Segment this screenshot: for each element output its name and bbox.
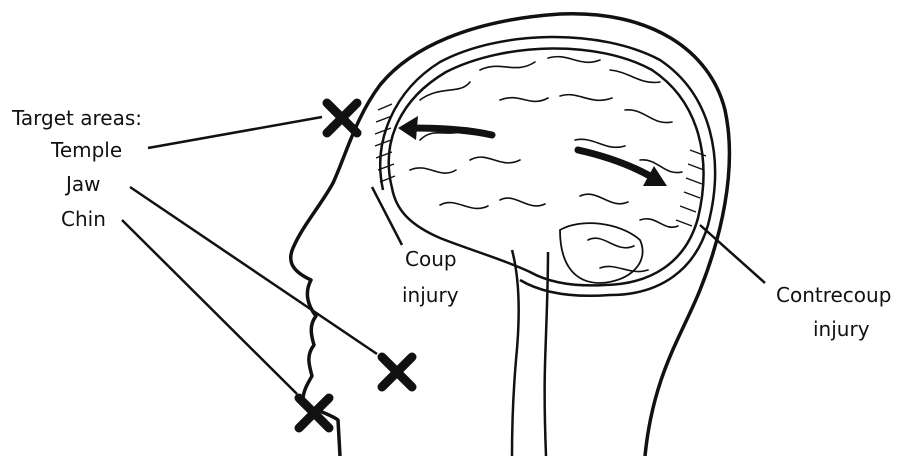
- target-areas-label: Target areas:: [11, 106, 142, 130]
- x-mark-icon: [327, 103, 357, 133]
- brain-stem-right: [545, 252, 548, 456]
- contrecoup-label-line2: injury: [813, 317, 870, 341]
- x-mark-icon: [382, 357, 412, 387]
- contrecoup-label-line1: Contrecoup: [776, 283, 891, 307]
- coup-label-line2: injury: [402, 283, 459, 307]
- jaw-label: Jaw: [64, 172, 101, 196]
- leader-contrecoup: [700, 225, 765, 283]
- leader-chin: [122, 220, 297, 394]
- chin-label: Chin: [61, 207, 106, 231]
- leader-temple: [148, 117, 322, 148]
- temple-label: Temple: [50, 138, 122, 162]
- leader-jaw: [130, 187, 377, 354]
- coup-label-line1: Coup: [405, 247, 457, 271]
- brain-stem: [512, 250, 519, 456]
